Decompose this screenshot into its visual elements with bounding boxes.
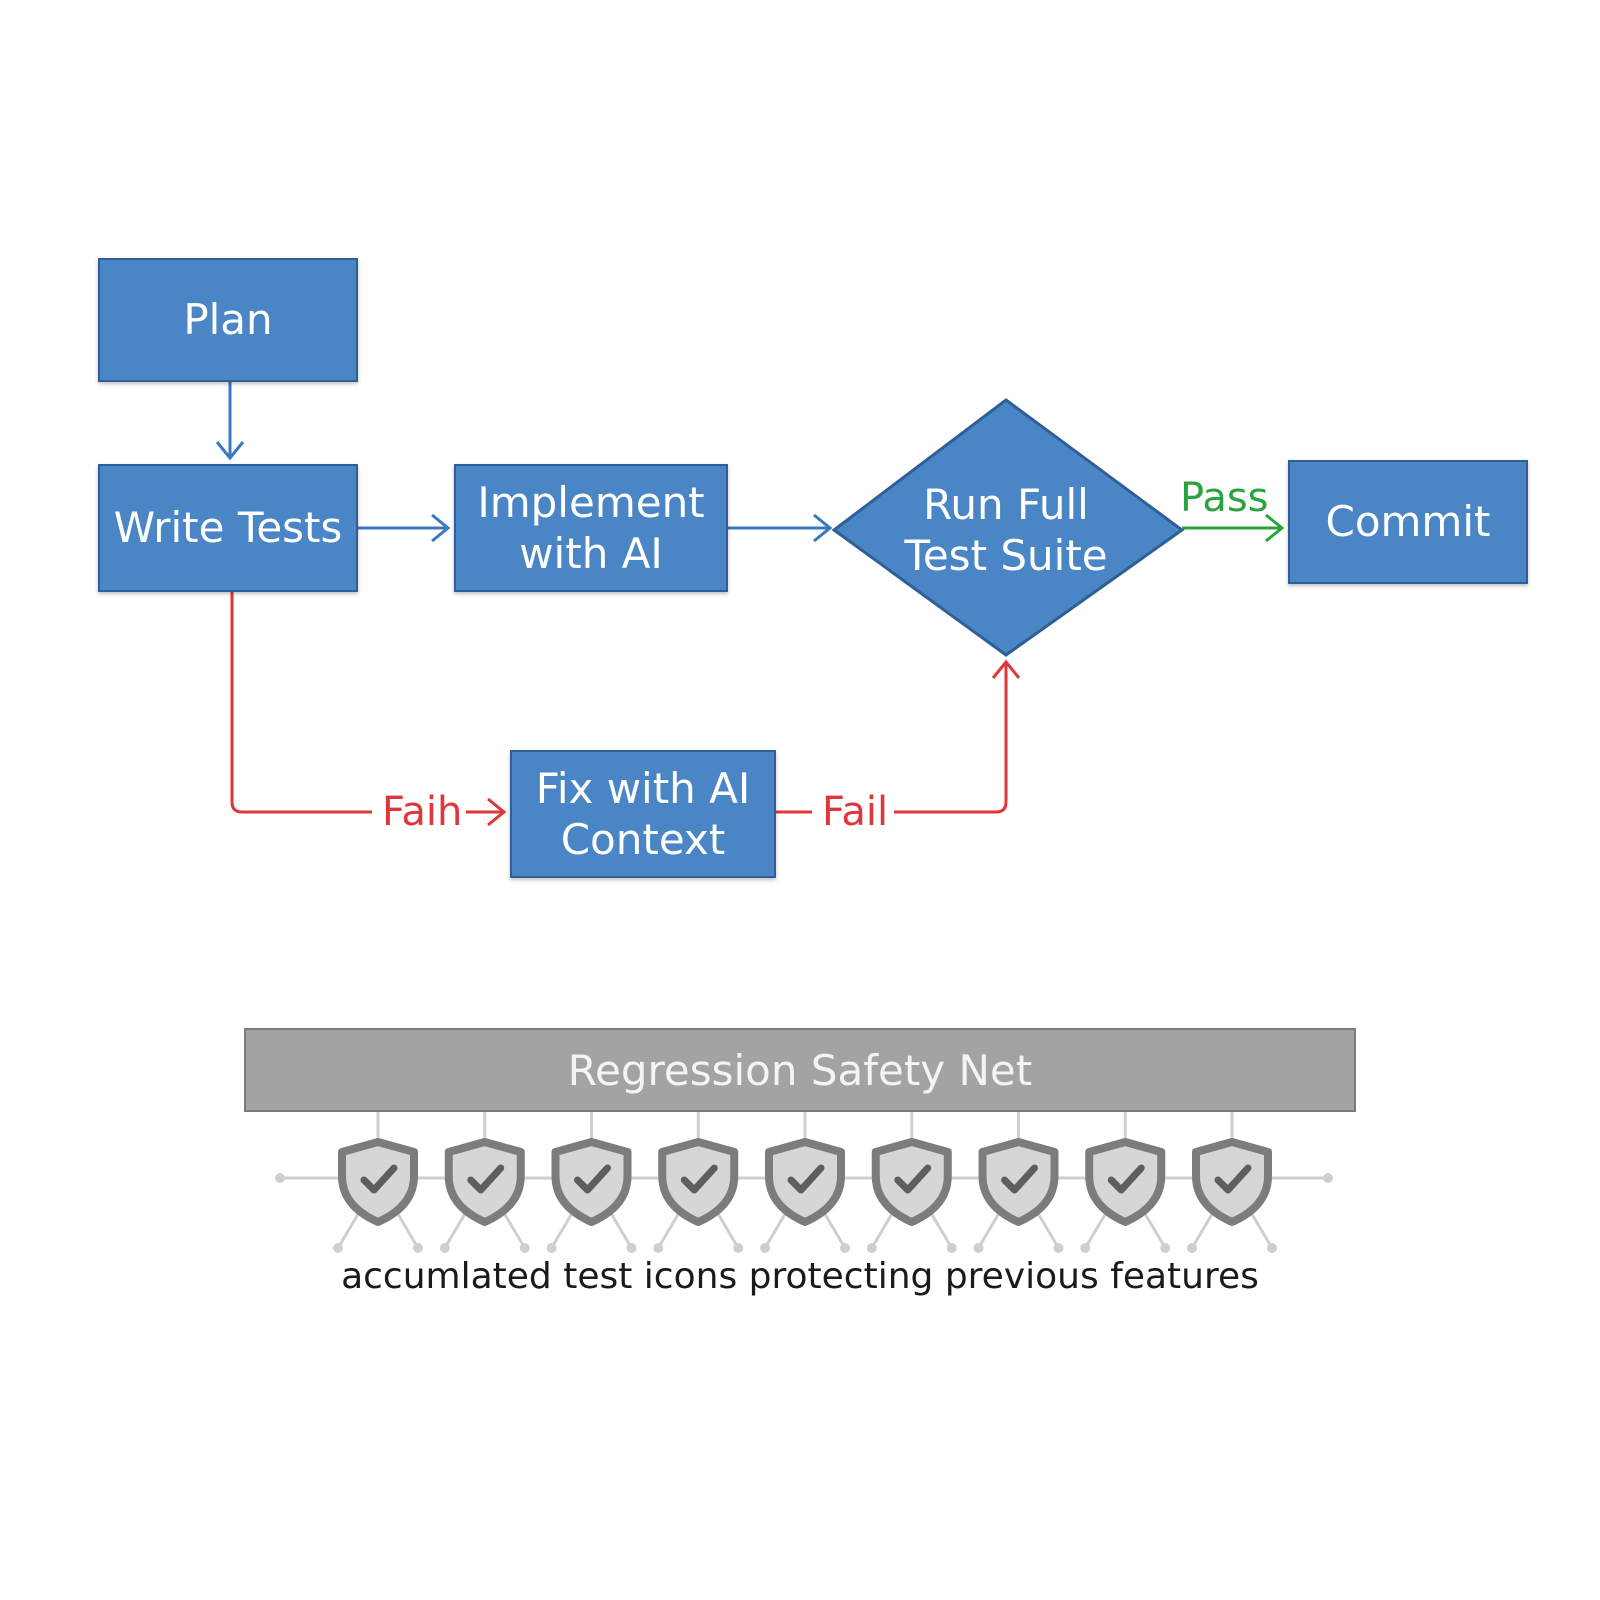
implement-node: Implement with AI — [454, 464, 728, 592]
plan-label: Plan — [183, 295, 273, 345]
safety-net-title: Regression Safety Net — [567, 1045, 1033, 1095]
fail-edge-label-right: Fail — [818, 792, 893, 832]
arrow-write-tests-to-implement — [358, 513, 451, 543]
fix-node: Fix with AI Context — [510, 750, 776, 878]
fix-label: Fix with AI Context — [535, 763, 751, 864]
shield-check-icon — [439, 1112, 530, 1253]
arrow-pass-to-commit — [1182, 513, 1285, 543]
safety-net-caption: accumlated test icons protecting previou… — [341, 1256, 1259, 1297]
net-node — [1323, 1173, 1333, 1183]
shield-check-icon — [760, 1112, 850, 1253]
shield-check-icon — [546, 1112, 637, 1253]
run-suite-diamond — [831, 398, 1185, 657]
shield-check-icon — [1080, 1112, 1171, 1253]
plan-node: Plan — [98, 258, 358, 382]
implement-label: Implement with AI — [477, 477, 705, 578]
arrow-fail-to-fix — [230, 592, 507, 827]
pass-edge-label: Pass — [1180, 475, 1269, 521]
run-suite-label: Run Full Test Suite — [904, 479, 1108, 580]
arrow-fail-to-run-suite — [776, 659, 1021, 814]
shield-check-icon — [973, 1112, 1064, 1253]
shield-check-icon — [866, 1112, 957, 1253]
fail-edge-label-left: Faih — [378, 792, 467, 832]
arrow-implement-to-run-suite — [728, 513, 833, 543]
shield-check-icon — [333, 1112, 423, 1253]
commit-label: Commit — [1325, 497, 1491, 547]
shield-check-icon — [653, 1112, 744, 1253]
write-tests-label: Write Tests — [113, 503, 343, 553]
shield-check-icon — [1187, 1112, 1277, 1253]
safety-net-mesh — [275, 1112, 1333, 1253]
write-tests-node: Write Tests — [98, 464, 358, 592]
arrow-plan-to-write-tests — [215, 382, 245, 461]
regression-safety-net-bar: Regression Safety Net — [244, 1028, 1356, 1112]
commit-node: Commit — [1288, 460, 1528, 584]
net-node — [275, 1173, 285, 1183]
